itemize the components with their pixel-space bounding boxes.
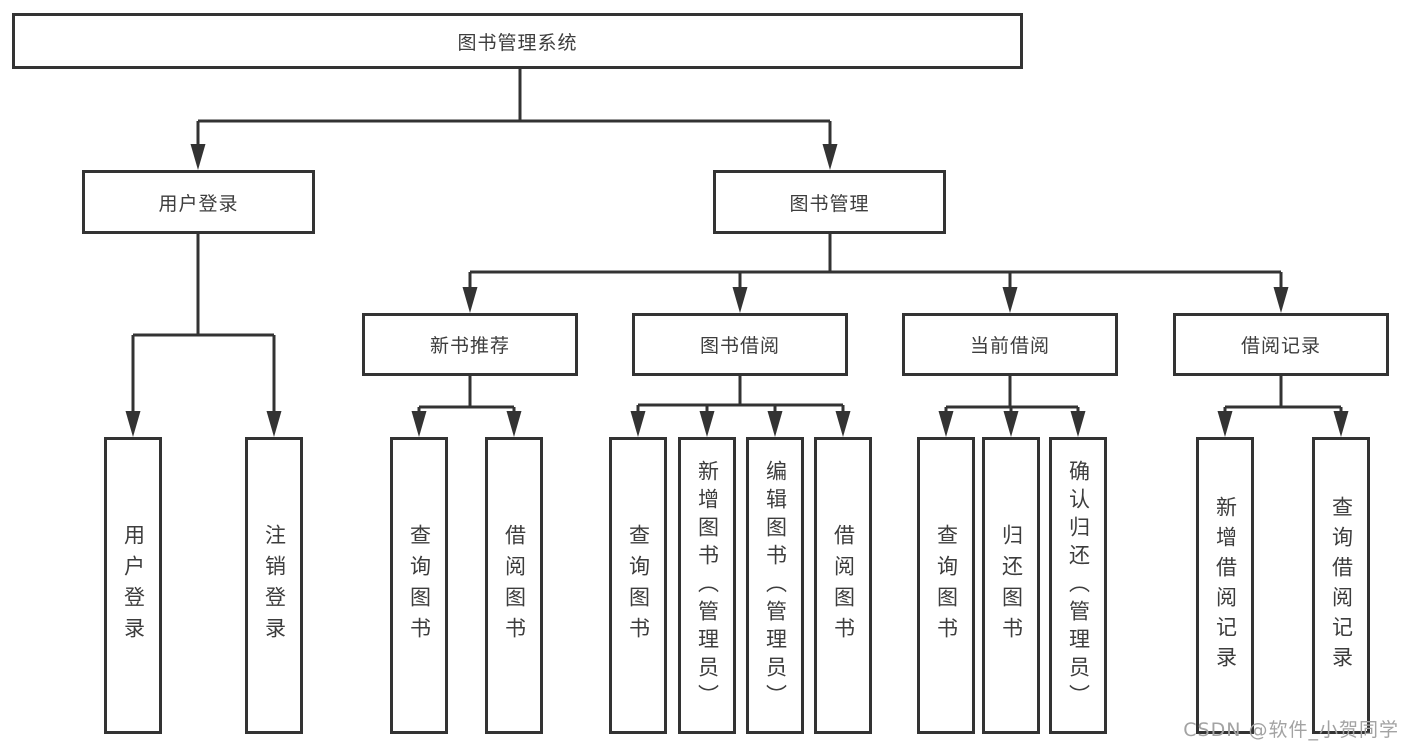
node-borrowing-records: 借阅记录	[1173, 313, 1389, 376]
leaf-query-books-recommend: 查询图书	[390, 437, 448, 734]
leaf-confirm-return-admin: 确认归还（管理员）	[1049, 437, 1107, 734]
leaf-query-borrow-record: 查询借阅记录	[1312, 437, 1370, 734]
node-user-login: 用户登录	[82, 170, 315, 234]
node-current-borrowing: 当前借阅	[902, 313, 1118, 376]
arrowheads	[125, 144, 1349, 437]
leaf-add-books-admin: 新增图书（管理员）	[678, 437, 736, 734]
tree-edges	[131, 69, 1343, 413]
csdn-watermark: CSDN @软件_小贺同学	[1183, 719, 1399, 741]
leaf-return-books: 归还图书	[982, 437, 1040, 734]
node-new-book-recommend: 新书推荐	[362, 313, 578, 376]
leaf-edit-books-admin: 编辑图书（管理员）	[746, 437, 804, 734]
leaf-borrow-books-recommend: 借阅图书	[485, 437, 543, 734]
leaf-borrow-books: 借阅图书	[814, 437, 872, 734]
node-root-system: 图书管理系统	[12, 13, 1023, 69]
leaf-add-borrow-record: 新增借阅记录	[1196, 437, 1254, 734]
leaf-query-books-current: 查询图书	[917, 437, 975, 734]
leaf-logout: 注销登录	[245, 437, 303, 734]
leaf-query-books-borrowing: 查询图书	[609, 437, 667, 734]
node-book-management: 图书管理	[713, 170, 946, 234]
leaf-user-login: 用户登录	[104, 437, 162, 734]
node-book-borrowing: 图书借阅	[632, 313, 848, 376]
